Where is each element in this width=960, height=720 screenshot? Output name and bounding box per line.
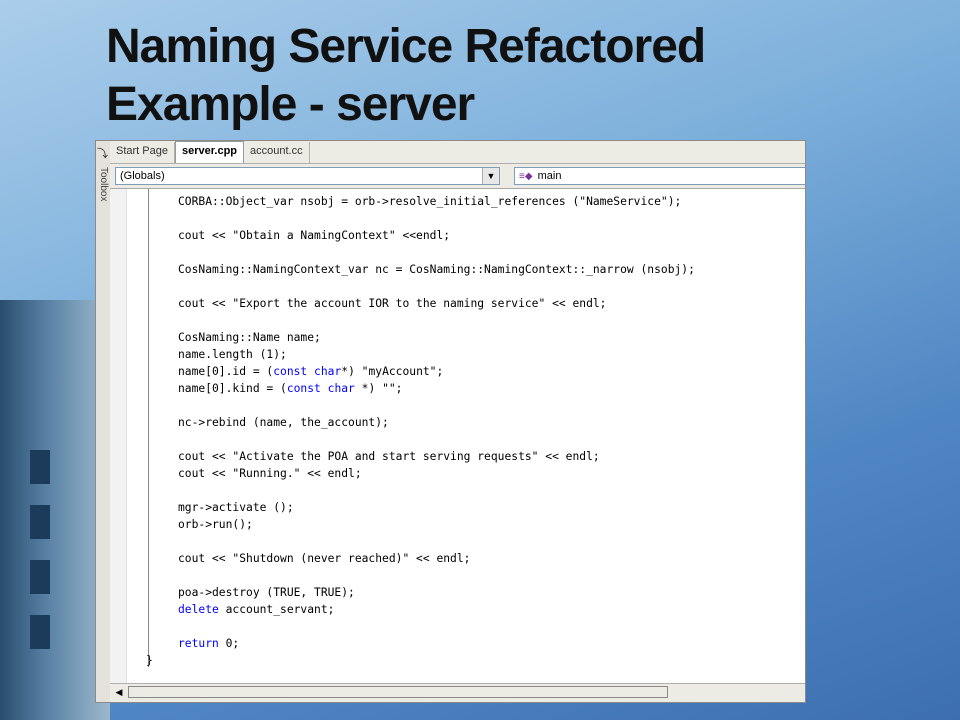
scope-dropdown-value: (Globals) — [120, 170, 165, 182]
member-dropdown[interactable]: ≡◆ main — [514, 167, 805, 185]
code-line: cout << "Activate the POA and start serv… — [178, 450, 600, 463]
slide-title: Naming Service Refactored Example - serv… — [106, 18, 706, 134]
tab-server-cpp[interactable]: server.cpp — [174, 141, 245, 163]
tab-account-cc[interactable]: account.cc — [244, 142, 310, 163]
slide-title-line1: Naming Service Refactored — [106, 20, 706, 73]
code-line: CORBA::Object_var nsobj = orb->resolve_i… — [178, 195, 682, 208]
editor-tabs: Start Page server.cpp account.cc — [110, 141, 805, 164]
code-line — [146, 312, 695, 329]
code-line — [146, 278, 695, 295]
method-icon: ≡◆ — [519, 171, 533, 182]
scroll-left-icon[interactable]: ◀ — [115, 687, 123, 697]
toolbox-strip[interactable]: ⤵ Toolbox — [96, 141, 111, 702]
code-line — [146, 567, 695, 584]
code-line — [146, 482, 695, 499]
code-line: return 0; — [178, 637, 240, 650]
code-editor[interactable]: CORBA::Object_var nsobj = orb->resolve_i… — [110, 189, 805, 684]
code-line — [146, 431, 695, 448]
building-window — [30, 560, 50, 594]
toolbox-label[interactable]: Toolbox — [98, 167, 109, 202]
code-line — [146, 533, 695, 550]
code-line: CosNaming::NamingContext_var nc = CosNam… — [178, 263, 695, 276]
background-building — [0, 300, 110, 720]
code-line — [146, 397, 695, 414]
code-line: name.length (1); — [178, 348, 287, 361]
code-line — [146, 210, 695, 227]
slide-title-line2: Example - server — [106, 78, 475, 131]
code-line: cout << "Running." << endl; — [178, 467, 362, 480]
code-line: name[0].id = (const char*) "myAccount"; — [178, 365, 444, 378]
pin-icon[interactable]: ⤵ — [97, 148, 108, 160]
editor-gutter — [110, 189, 127, 684]
code-line: cout << "Export the account IOR to the n… — [178, 297, 607, 310]
code-line: } — [146, 654, 153, 667]
code-line — [146, 244, 695, 261]
code-line: delete account_servant; — [178, 603, 335, 616]
dropdown-arrow-icon[interactable]: ▼ — [482, 168, 499, 184]
scope-dropdown[interactable]: (Globals) ▼ — [115, 167, 500, 185]
building-window — [30, 505, 50, 539]
building-window — [30, 450, 50, 484]
tab-start-page[interactable]: Start Page — [110, 142, 175, 163]
scrollbar-thumb[interactable] — [128, 686, 668, 698]
member-dropdown-value: main — [537, 170, 562, 182]
code-line: cout << "Shutdown (never reached)" << en… — [178, 552, 471, 565]
code-line: CosNaming::Name name; — [178, 331, 321, 344]
code-line — [146, 618, 695, 635]
fold-guide — [148, 189, 149, 667]
navigation-bar: (Globals) ▼ ≡◆ main — [110, 164, 805, 189]
code-line: mgr->activate (); — [178, 501, 294, 514]
code-line: poa->destroy (TRUE, TRUE); — [178, 586, 355, 599]
code-line: name[0].kind = (const char *) ""; — [178, 382, 403, 395]
code-line: orb->run(); — [178, 518, 253, 531]
code-line: cout << "Obtain a NamingContext" <<endl; — [178, 229, 451, 242]
code-line: nc->rebind (name, the_account); — [178, 416, 389, 429]
code-area[interactable]: CORBA::Object_var nsobj = orb->resolve_i… — [146, 193, 695, 669]
horizontal-scrollbar[interactable]: ◀ — [110, 683, 805, 702]
building-window — [30, 615, 50, 649]
ide-window: ⤵ Toolbox Start Page server.cpp account.… — [95, 140, 806, 703]
